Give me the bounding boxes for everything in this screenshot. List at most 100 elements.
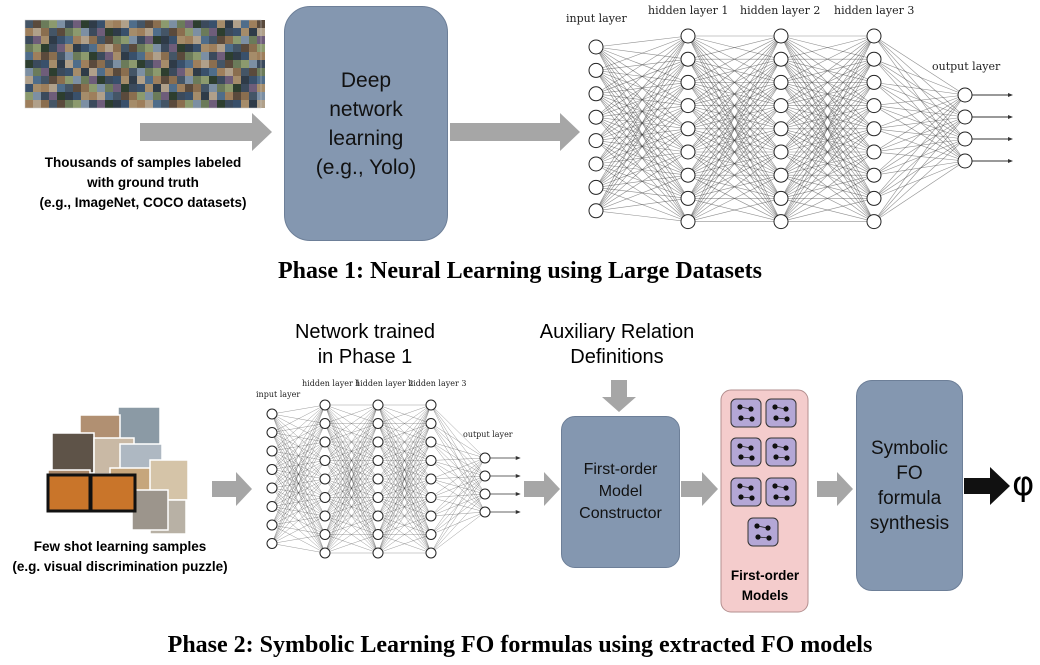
mosaic-tile xyxy=(145,84,153,92)
mosaic-tile xyxy=(217,68,225,76)
mosaic-tile xyxy=(41,100,49,108)
network-node xyxy=(425,547,437,559)
mosaic-tile xyxy=(177,68,185,76)
mosaic-tile xyxy=(193,60,201,68)
mosaic-tile xyxy=(217,84,225,92)
mosaic-tile xyxy=(113,100,121,108)
mosaic-tile xyxy=(57,60,65,68)
mosaic-tile xyxy=(97,52,105,60)
mosaic-tile xyxy=(105,68,113,76)
mosaic-tile xyxy=(137,36,145,44)
mosaic-tile xyxy=(129,44,137,52)
mosaic-tile xyxy=(129,20,137,28)
mosaic-tile xyxy=(161,44,169,52)
network-node xyxy=(266,427,278,438)
dataset-mosaic-image xyxy=(24,19,265,109)
network-node xyxy=(372,492,384,503)
network-node xyxy=(680,190,696,206)
network-node xyxy=(957,87,973,103)
mosaic-tile xyxy=(233,36,241,44)
mosaic-tile xyxy=(153,76,161,84)
mosaic-tile xyxy=(185,20,193,28)
mosaic-tile xyxy=(25,100,33,108)
mosaic-tile xyxy=(201,20,209,28)
network-node xyxy=(866,51,882,67)
mosaic-tile xyxy=(129,36,137,44)
neural-network-phase1 xyxy=(588,28,1013,230)
mosaic-tile xyxy=(241,92,249,100)
network-node xyxy=(588,109,604,125)
network-node xyxy=(773,74,789,90)
network-node xyxy=(266,519,278,531)
mosaic-tile xyxy=(65,84,73,92)
mosaic-tile xyxy=(161,76,169,84)
mosaic-tile xyxy=(201,44,209,52)
mosaic-tile xyxy=(169,60,177,68)
mosaic-tile xyxy=(209,92,217,100)
net2-hidden3-label: hidden layer 3 xyxy=(408,379,466,388)
mosaic-tile xyxy=(209,44,217,52)
mosaic-tile xyxy=(129,52,137,60)
mosaic-tile xyxy=(193,44,201,52)
mosaic-tile xyxy=(49,36,57,44)
mosaic-tile xyxy=(25,76,33,84)
mosaic-tile xyxy=(145,36,153,44)
first-order-model-constructor-box: First-order Model Constructor xyxy=(561,416,680,568)
mosaic-tile xyxy=(33,92,41,100)
net1-hidden1-label: hidden layer 1 xyxy=(648,4,728,17)
network-node xyxy=(773,98,789,114)
network-node xyxy=(866,144,882,160)
mosaic-tile xyxy=(193,100,201,108)
mosaic-tile xyxy=(233,100,241,108)
mosaic-tile xyxy=(81,36,89,44)
mosaic-tile xyxy=(145,44,153,52)
mosaic-tile xyxy=(65,68,73,76)
mosaic-tile xyxy=(177,60,185,68)
mosaic-tile xyxy=(73,76,81,84)
mosaic-tile xyxy=(129,84,137,92)
first-order-model-thumbnail xyxy=(730,437,762,467)
mosaic-tile xyxy=(105,36,113,44)
mosaic-tile xyxy=(241,44,249,52)
mosaic-tile xyxy=(49,92,57,100)
mosaic-tile xyxy=(137,84,145,92)
mosaic-tile xyxy=(65,20,73,28)
network-node xyxy=(680,74,696,90)
mosaic-tile xyxy=(225,44,233,52)
mosaic-tile xyxy=(25,60,33,68)
fewshot-samples-label: Few shot learning samples (e.g. visual d… xyxy=(12,539,228,574)
network-node xyxy=(319,436,331,448)
network-node xyxy=(266,464,278,475)
mosaic-tile xyxy=(97,100,105,108)
mosaic-tile xyxy=(185,28,193,36)
mosaic-tile xyxy=(129,28,137,36)
first-order-model-thumbnail xyxy=(730,398,762,428)
mosaic-tile xyxy=(145,52,153,60)
network-trained-label: Network trained in Phase 1 xyxy=(294,321,436,368)
mosaic-tile xyxy=(113,92,121,100)
auxiliary-relation-label: Auxiliary Relation Definitions xyxy=(539,321,695,368)
mosaic-tile xyxy=(81,52,89,60)
mosaic-tile xyxy=(49,28,57,36)
mosaic-tile xyxy=(57,92,65,100)
mosaic-tile xyxy=(81,44,89,52)
arrow-deep-to-network xyxy=(450,113,580,151)
mosaic-tile xyxy=(209,28,217,36)
mosaic-tile xyxy=(57,76,65,84)
sample-photo xyxy=(51,432,95,474)
mosaic-tile xyxy=(25,44,33,52)
mosaic-tile xyxy=(241,100,249,108)
network-node xyxy=(866,121,882,137)
mosaic-tile xyxy=(241,60,249,68)
mosaic-tile xyxy=(121,60,129,68)
mosaic-tile xyxy=(33,28,41,36)
mosaic-tile xyxy=(81,60,89,68)
mosaic-tile xyxy=(145,92,153,100)
mosaic-tile xyxy=(249,84,257,92)
mosaic-tile xyxy=(209,36,217,44)
net1-hidden2-label: hidden layer 2 xyxy=(740,4,820,17)
mosaic-tile xyxy=(201,52,209,60)
mosaic-tile xyxy=(249,20,257,28)
mosaic-tile xyxy=(49,100,57,108)
network-node xyxy=(266,538,278,549)
